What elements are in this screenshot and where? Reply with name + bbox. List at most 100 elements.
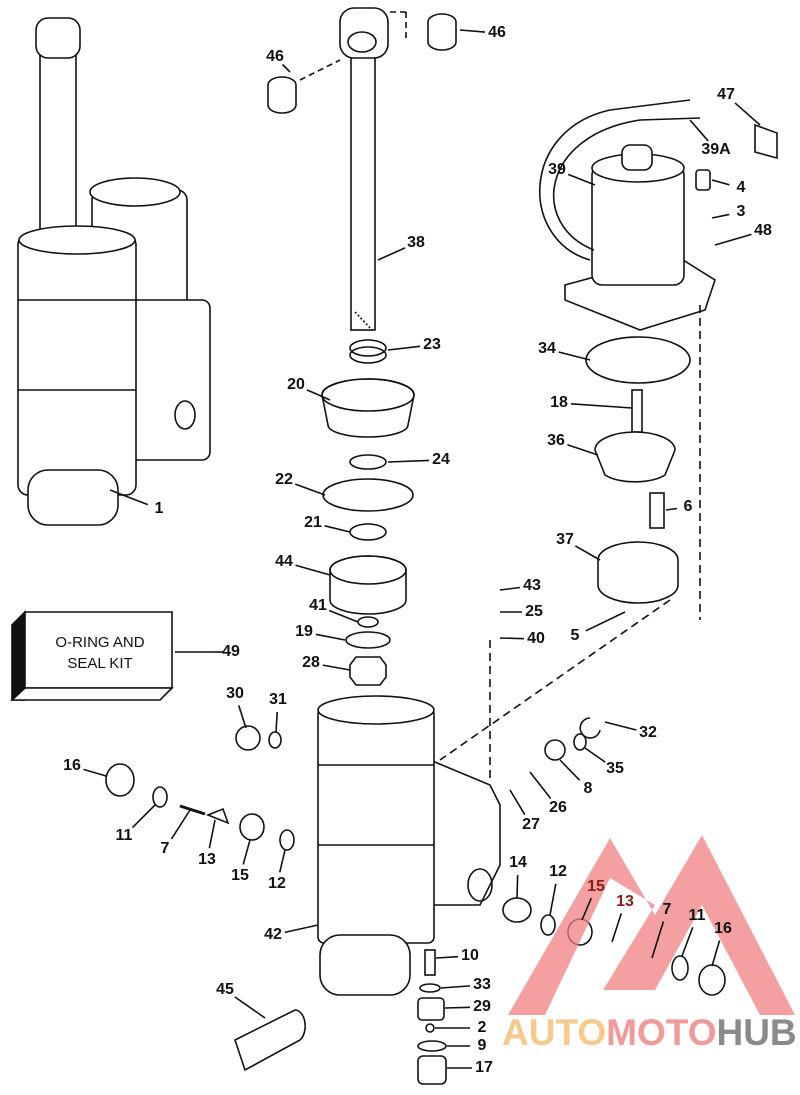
callout-leaders [83, 29, 761, 1069]
leader-line [558, 351, 591, 361]
leader-line [295, 564, 331, 576]
callout-18: 18 [550, 394, 568, 411]
leader-line [567, 444, 599, 456]
leader-line [665, 507, 678, 511]
leader-line [711, 940, 721, 967]
callout-40: 40 [527, 630, 545, 647]
seal-kit-label: O-RING AND SEAL KIT [30, 632, 170, 674]
callout-20: 20 [287, 376, 305, 393]
piston-stack [321, 339, 415, 686]
callout-47: 47 [717, 86, 735, 103]
callout-27: 27 [522, 816, 540, 833]
callout-38: 38 [407, 234, 425, 251]
leader-line [714, 233, 752, 246]
seal-kit-box [9, 610, 215, 701]
leader-line [170, 809, 191, 840]
callout-9: 9 [477, 1037, 487, 1054]
leader-line [284, 924, 319, 934]
leader-line [570, 403, 633, 409]
callout-31: 31 [269, 691, 287, 708]
kit-line-2: SEAL KIT [67, 655, 133, 672]
bottom-valve-stack [417, 949, 447, 1085]
trim-motor [439, 99, 778, 780]
leader-line [387, 459, 430, 463]
leader-line [237, 705, 247, 729]
leader-line [242, 839, 251, 865]
callout-2: 2 [477, 1019, 487, 1036]
kit-line-1: O-RING AND [55, 634, 145, 651]
callout-46: 46 [266, 48, 284, 65]
callout-29: 29 [473, 998, 491, 1015]
callout-21: 21 [304, 514, 322, 531]
leader-line [440, 985, 471, 989]
callout-10: 10 [461, 947, 479, 964]
callout-22: 22 [275, 471, 293, 488]
leader-line [604, 721, 637, 731]
wm-auto: AUTO [502, 1012, 607, 1053]
callout-44: 44 [275, 553, 293, 570]
leader-line [275, 711, 279, 733]
callout-15: 15 [587, 878, 605, 895]
callout-7: 7 [160, 840, 170, 857]
callout-16: 16 [63, 757, 81, 774]
callout-46: 46 [488, 24, 506, 41]
leader-line [711, 179, 730, 186]
leader-line [559, 759, 581, 781]
leader-line [109, 489, 149, 506]
leader-line [83, 768, 107, 777]
callout-7: 7 [662, 901, 672, 918]
leader-line [581, 897, 593, 921]
piston-rod [267, 7, 457, 331]
leader-line [278, 849, 286, 873]
leader-line [689, 119, 709, 142]
pump-body [234, 695, 501, 1072]
callout-11: 11 [688, 907, 706, 924]
leader-line [131, 804, 156, 829]
leader-line [444, 1006, 471, 1009]
leader-line [651, 921, 665, 959]
callout-33: 33 [473, 976, 491, 993]
leader-line [711, 213, 730, 219]
callout-3: 3 [736, 203, 746, 220]
leader-line [328, 609, 359, 623]
leader-line [281, 63, 291, 73]
callout-45: 45 [216, 981, 234, 998]
callout-4: 4 [736, 179, 746, 196]
assembled-trim-pump [17, 17, 211, 526]
leader-line [208, 819, 216, 849]
callout-14: 14 [509, 854, 527, 871]
callout-11: 11 [115, 827, 133, 844]
leader-line [681, 926, 694, 957]
wm-hub: HUB [716, 1012, 797, 1053]
callout-41: 41 [309, 597, 327, 614]
watermark-logo [508, 835, 795, 1015]
leader-line [459, 29, 486, 33]
callout-23: 23 [423, 336, 441, 353]
leader-line [549, 883, 557, 916]
leader-line [294, 483, 326, 496]
leader-line [509, 789, 526, 816]
callout-25: 25 [525, 603, 543, 620]
callout-26: 26 [549, 799, 567, 816]
callout-42: 42 [264, 926, 282, 943]
callout-12: 12 [268, 875, 286, 892]
callout-8: 8 [583, 780, 593, 797]
leader-line [306, 389, 331, 401]
callout-6: 6 [683, 498, 693, 515]
leader-line [435, 955, 459, 959]
callout-34: 34 [538, 340, 556, 357]
callout-28: 28 [302, 654, 320, 671]
callout-49: 49 [222, 643, 240, 660]
leader-line [499, 637, 525, 640]
callout-15: 15 [231, 867, 249, 884]
callout-1: 1 [154, 500, 164, 517]
leader-line [387, 345, 421, 351]
leader-line [322, 664, 351, 671]
wm-moto: MOTO [606, 1012, 717, 1053]
leader-line [584, 747, 606, 763]
leader-line [734, 102, 761, 126]
callout-30: 30 [226, 685, 244, 702]
callout-19: 19 [295, 623, 313, 640]
side-valves [105, 717, 726, 996]
